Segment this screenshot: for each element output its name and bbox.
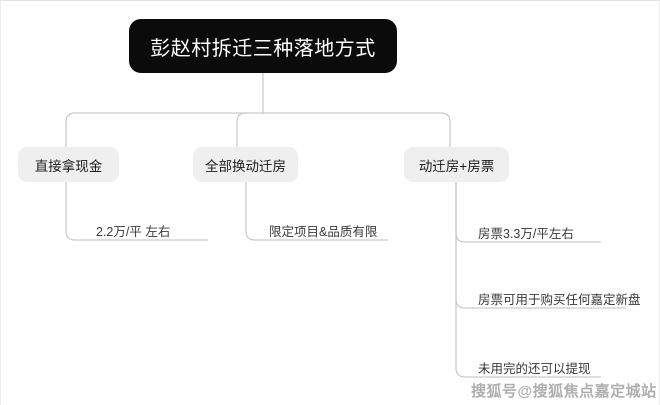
root-node[interactable]: 彭赵村拆迁三种落地方式 bbox=[129, 19, 397, 73]
connector-bus-branch-0 bbox=[65, 112, 263, 147]
root-node-label: 彭赵村拆迁三种落地方式 bbox=[150, 37, 376, 60]
leaf-label-project-limit: 限定项目&品质有限 bbox=[269, 225, 378, 239]
branch-node-label: 全部换动迁房 bbox=[205, 158, 286, 174]
branch-node-cash[interactable]: 直接拿现金 bbox=[18, 147, 119, 182]
branch-node-housing-plus-voucher[interactable]: 动迁房+房票 bbox=[404, 147, 509, 182]
connector-bus-branch-2 bbox=[263, 112, 451, 147]
leaf-label-cash-price: 2.2万/平 左右 bbox=[96, 225, 171, 239]
connector-branch-2-leaf-2 bbox=[455, 182, 601, 378]
leaf-label-voucher-price: 房票3.3万/平左右 bbox=[478, 227, 574, 241]
watermark: 搜狐号@搜狐焦点嘉定城站 bbox=[471, 383, 657, 400]
connector-bus-branch-1 bbox=[236, 112, 247, 147]
leaf-label-voucher-usage: 房票可用于购买任何嘉定新盘 bbox=[478, 293, 641, 307]
branch-node-label: 直接拿现金 bbox=[34, 158, 103, 174]
leaf-label-voucher-cashout: 未用完的还可以提现 bbox=[478, 362, 591, 376]
branch-node-relocation-housing[interactable]: 全部换动迁房 bbox=[193, 147, 298, 182]
branch-node-label: 动迁房+房票 bbox=[418, 158, 495, 174]
